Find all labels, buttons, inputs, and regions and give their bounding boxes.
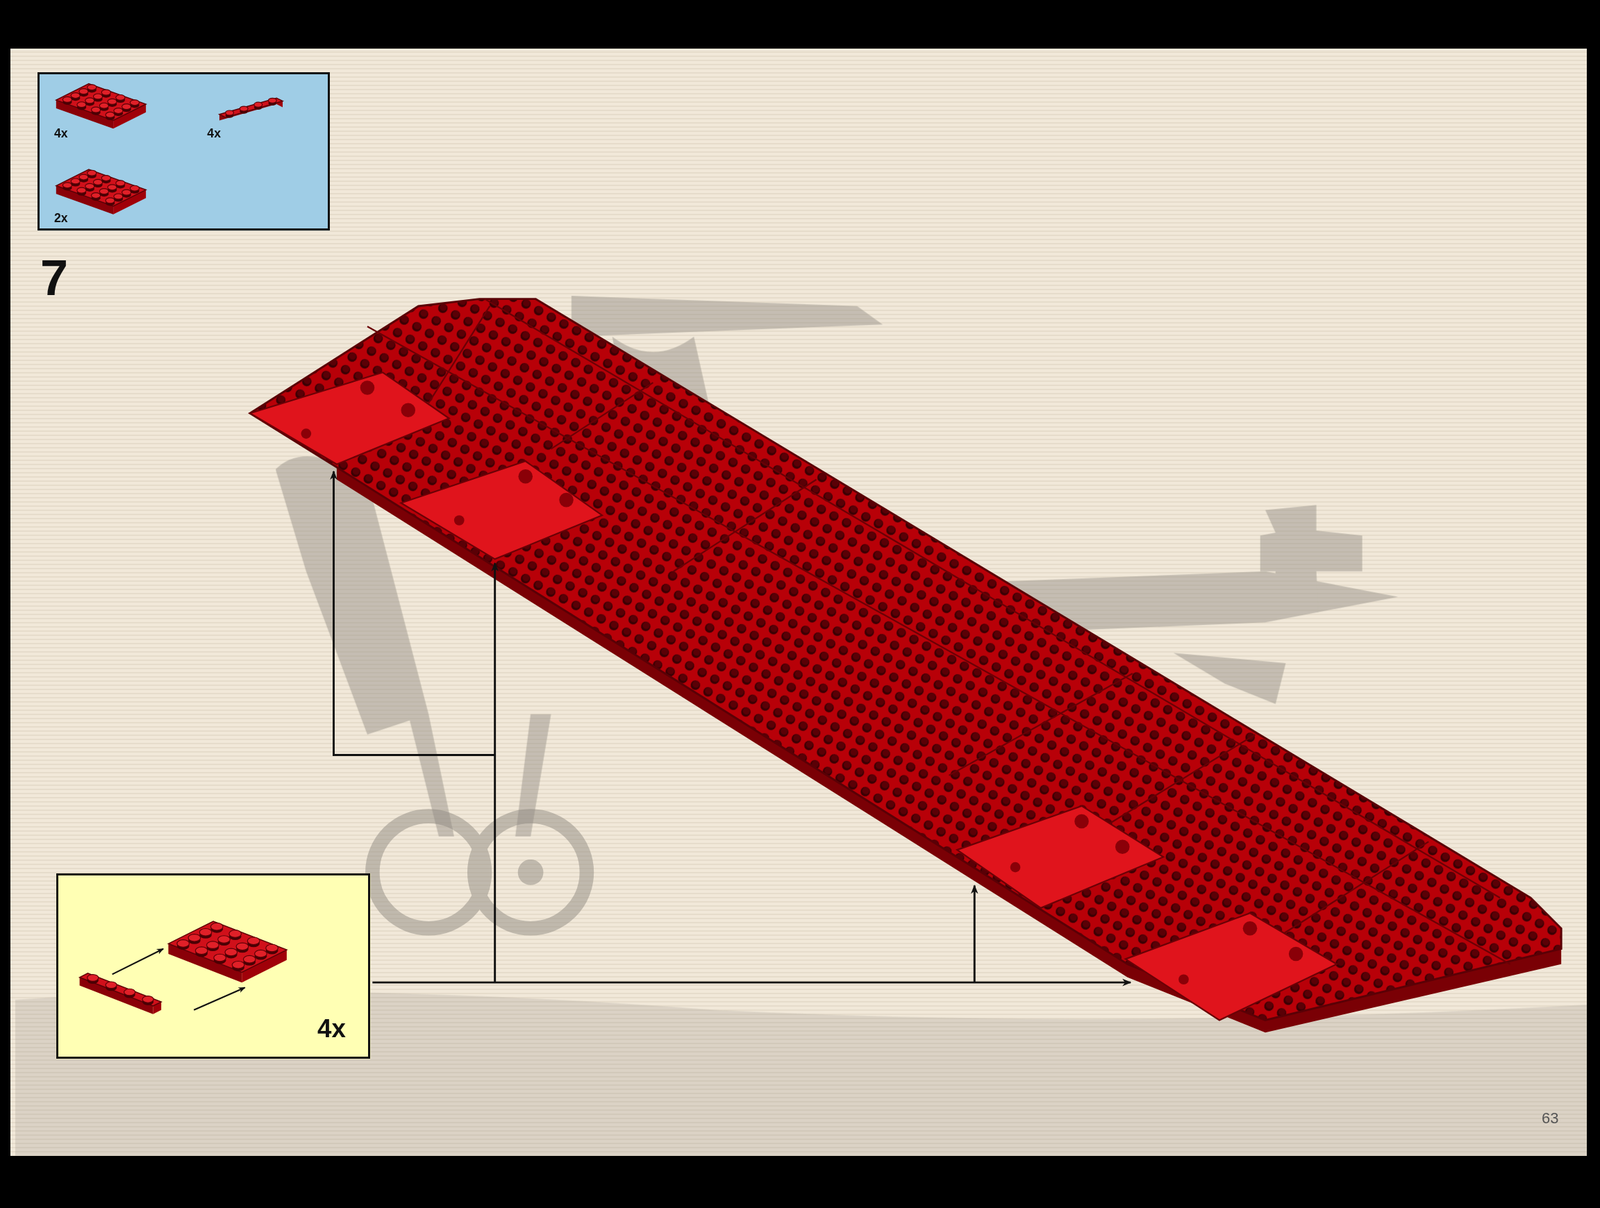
plate-icon	[79, 973, 162, 1015]
parts-ground	[37, 72, 330, 231]
ghost-wheels	[372, 816, 587, 930]
callout-ground	[56, 873, 371, 1060]
leader-arrows	[333, 471, 1131, 983]
hinge-plate	[250, 372, 1337, 1021]
quantity-text: 4x	[54, 127, 69, 141]
ghost-plane	[15, 295, 1587, 1157]
callout-box: 4x	[56, 873, 371, 1060]
plate-icon	[168, 921, 287, 983]
plate-icon	[219, 97, 283, 121]
step-number: 7	[40, 252, 69, 303]
quantity-text: 4x	[206, 127, 221, 141]
page-number: 63	[1541, 1111, 1559, 1127]
plate-icon	[56, 169, 146, 215]
parts-list-box: 4x 4x 2x	[37, 72, 330, 231]
plate-icon	[56, 84, 146, 130]
quantity-text: 2x	[54, 212, 69, 225]
wing	[250, 299, 1562, 1033]
quantity-text: 4x	[317, 1016, 346, 1043]
